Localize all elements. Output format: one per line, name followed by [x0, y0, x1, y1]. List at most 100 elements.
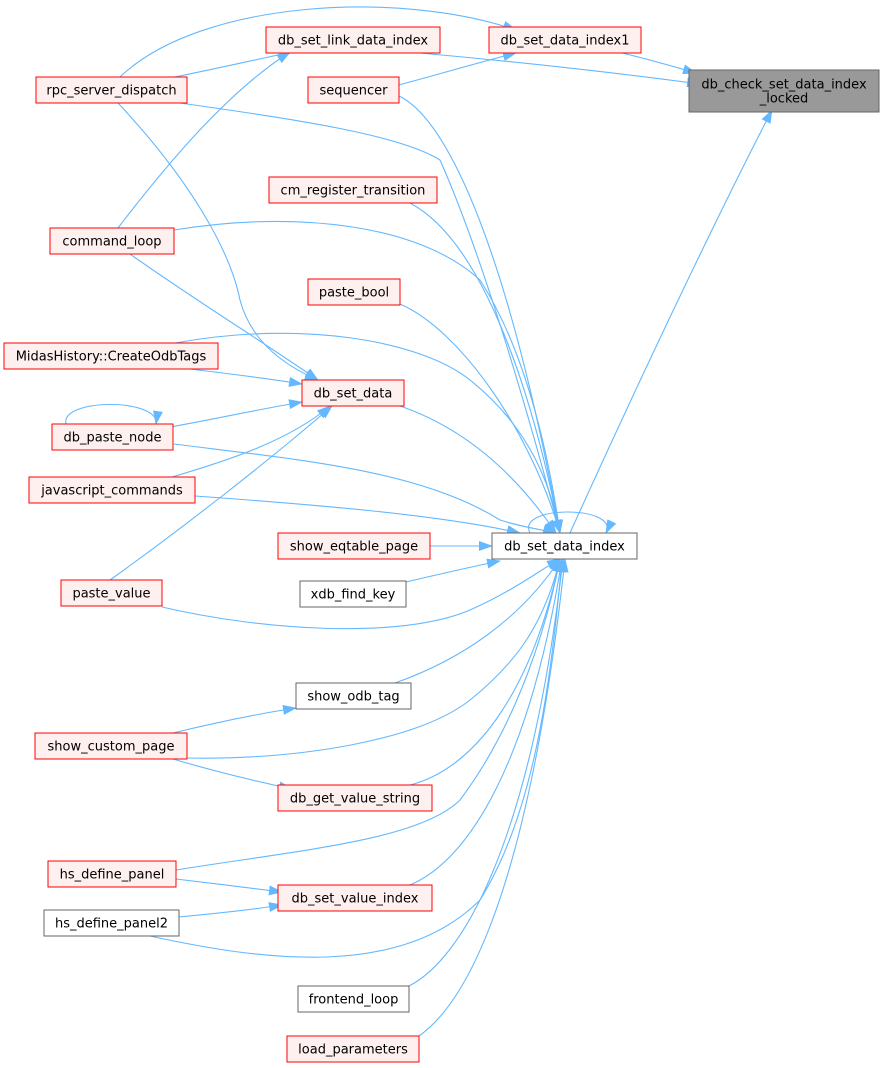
edge-hs_define_panel-to-db_set_data_index	[175, 558, 563, 871]
node-sequencer[interactable]: sequencer	[307, 76, 400, 104]
edge-cm_register_transition-to-db_set_data_index	[409, 202, 563, 534]
node-box	[49, 227, 175, 255]
node-db-set-data-index1[interactable]: db_set_data_index1	[488, 26, 642, 54]
node-box	[301, 379, 405, 407]
node-label: _locked	[759, 92, 809, 107]
node-box	[297, 985, 410, 1013]
edge-db_get_value_string-to-db_set_data_index	[409, 558, 563, 786]
node-label: db_paste_node	[63, 431, 161, 446]
node-label: db_set_link_data_index	[278, 34, 429, 49]
node-box	[277, 884, 433, 912]
node-box	[299, 580, 407, 608]
edge-command_loop-to-db_set_link_data_index	[117, 51, 291, 229]
edge-frontend_loop-to-db_set_data_index	[408, 558, 567, 987]
node-label: load_parameters	[298, 1043, 408, 1058]
node-label: hs_define_panel	[60, 868, 165, 883]
node-paste-value[interactable]: paste_value	[60, 579, 163, 607]
node-db-set-value-index[interactable]: db_set_value_index	[277, 884, 433, 912]
node-show-eqtable-page[interactable]: show_eqtable_page	[277, 532, 431, 560]
node-label: rpc_server_dispatch	[46, 84, 176, 99]
node-label: frontend_loop	[309, 993, 399, 1008]
node-box	[60, 579, 163, 607]
edge-load_parameters-to-db_set_data_index	[418, 558, 569, 1037]
edge-db_set_link_data_index-to-db_check_set_data_index_locked	[419, 52, 701, 88]
node-box	[51, 423, 174, 451]
node-javascript-commands[interactable]: javascript_commands	[28, 476, 196, 504]
node-label: db_set_data_index	[504, 540, 625, 555]
node-box	[43, 909, 180, 937]
node-box	[277, 784, 433, 812]
node-label: db_check_set_data_index	[701, 78, 867, 93]
node-box	[295, 682, 412, 710]
node-label: show_odb_tag	[307, 690, 399, 705]
node-label: db_get_value_string	[290, 792, 420, 807]
node-show-odb-tag[interactable]: show_odb_tag	[295, 682, 412, 710]
edge-paste_value-to-db_set_data	[109, 405, 333, 581]
node-label: xdb_find_key	[311, 588, 396, 603]
node-box	[34, 732, 188, 760]
node-label: MidasHistory::CreateOdbTags	[16, 350, 207, 365]
node-label: db_set_value_index	[292, 892, 419, 907]
node-label: hs_define_panel2	[55, 917, 168, 932]
edge-show_custom_page-to-db_set_data_index	[186, 558, 562, 759]
nodes-layer: db_check_set_data_index_locked db_set_lin…	[3, 26, 880, 1063]
edge-hs_define_panel2-to-db_set_value_index	[177, 902, 283, 918]
edge-paste_bool-to-db_set_data_index	[399, 303, 562, 534]
edge-db_set_data_index1-to-db_check_set_data_index_locked	[621, 52, 697, 75]
node-label: db_set_data_index1	[501, 34, 630, 49]
node-midashistory-createodbtags[interactable]: MidasHistory::CreateOdbTags	[3, 342, 219, 370]
edge-hs_define_panel-to-db_set_value_index	[175, 878, 283, 896]
node-db-set-data[interactable]: db_set_data	[301, 379, 405, 407]
node-box	[488, 26, 642, 54]
node-box	[491, 532, 638, 560]
node-box	[47, 860, 177, 888]
node-label: db_set_data	[314, 387, 393, 402]
node-show-custom-page[interactable]: show_custom_page	[34, 732, 188, 760]
edge-db_set_data_index-to-db_check_set_data_index_locked	[569, 109, 773, 534]
node-label: cm_register_transition	[281, 184, 426, 199]
node-db-check-set-data-index-locked[interactable]: db_check_set_data_index_locked	[688, 69, 880, 113]
node-box	[35, 76, 188, 104]
edge-db_set_data_index-to-db_set_data_index	[528, 511, 617, 534]
node-box	[277, 532, 431, 560]
node-db-paste-node[interactable]: db_paste_node	[51, 423, 174, 451]
node-label: show_custom_page	[48, 740, 175, 755]
edge-rpc_server_dispatch-to-db_set_data_index	[179, 102, 562, 534]
edge-rpc_server_dispatch-to-db_set_data_index1	[119, 6, 517, 78]
edge-MidasHistory_CreateOdbTags-to-db_set_data_index	[174, 332, 563, 534]
node-command-loop[interactable]: command_loop	[49, 227, 175, 255]
node-cm-register-transition[interactable]: cm_register_transition	[268, 176, 438, 204]
edge-show_odb_tag-to-db_set_data_index	[394, 558, 561, 684]
node-paste-bool[interactable]: paste_bool	[307, 278, 401, 306]
edge-command_loop-to-db_set_data_index	[173, 221, 564, 534]
node-box	[3, 342, 219, 370]
node-box	[307, 76, 400, 104]
edge-javascript_commands-to-db_set_data_index	[194, 495, 521, 536]
node-hs-define-panel[interactable]: hs_define_panel	[47, 860, 177, 888]
edge-paste_value-to-db_set_data_index	[161, 558, 561, 630]
node-label: sequencer	[320, 84, 389, 99]
edge-db_paste_node-to-db_paste_node	[65, 404, 163, 425]
edges-layer	[65, 6, 773, 1037]
node-xdb-find-key[interactable]: xdb_find_key	[299, 580, 407, 608]
edge-show_custom_page-to-show_odb_tag	[172, 705, 297, 734]
node-rpc-server-dispatch[interactable]: rpc_server_dispatch	[35, 76, 188, 104]
edge-sequencer-to-db_set_data_index	[398, 95, 563, 534]
node-frontend-loop[interactable]: frontend_loop	[297, 985, 410, 1013]
node-label: show_eqtable_page	[290, 540, 418, 555]
node-box	[307, 278, 401, 306]
node-label: paste_bool	[319, 286, 389, 301]
edge-show_custom_page-to-db_get_value_string	[172, 758, 293, 792]
edge-javascript_commands-to-db_set_data	[171, 405, 331, 478]
edge-command_loop-to-db_set_data	[129, 253, 319, 381]
node-hs-define-panel2[interactable]: hs_define_panel2	[43, 909, 180, 937]
edge-db_set_data-to-db_set_data_index	[399, 405, 557, 534]
node-db-get-value-string[interactable]: db_get_value_string	[277, 784, 433, 812]
edge-db_set_value_index-to-db_set_data_index	[409, 558, 565, 886]
edge-xdb_find_key-to-db_set_data_index	[405, 558, 501, 583]
node-db-set-data-index[interactable]: db_set_data_index	[491, 532, 638, 560]
node-load-parameters[interactable]: load_parameters	[286, 1035, 420, 1063]
node-label: paste_value	[72, 587, 150, 602]
node-db-set-link-data-index[interactable]: db_set_link_data_index	[265, 26, 441, 54]
